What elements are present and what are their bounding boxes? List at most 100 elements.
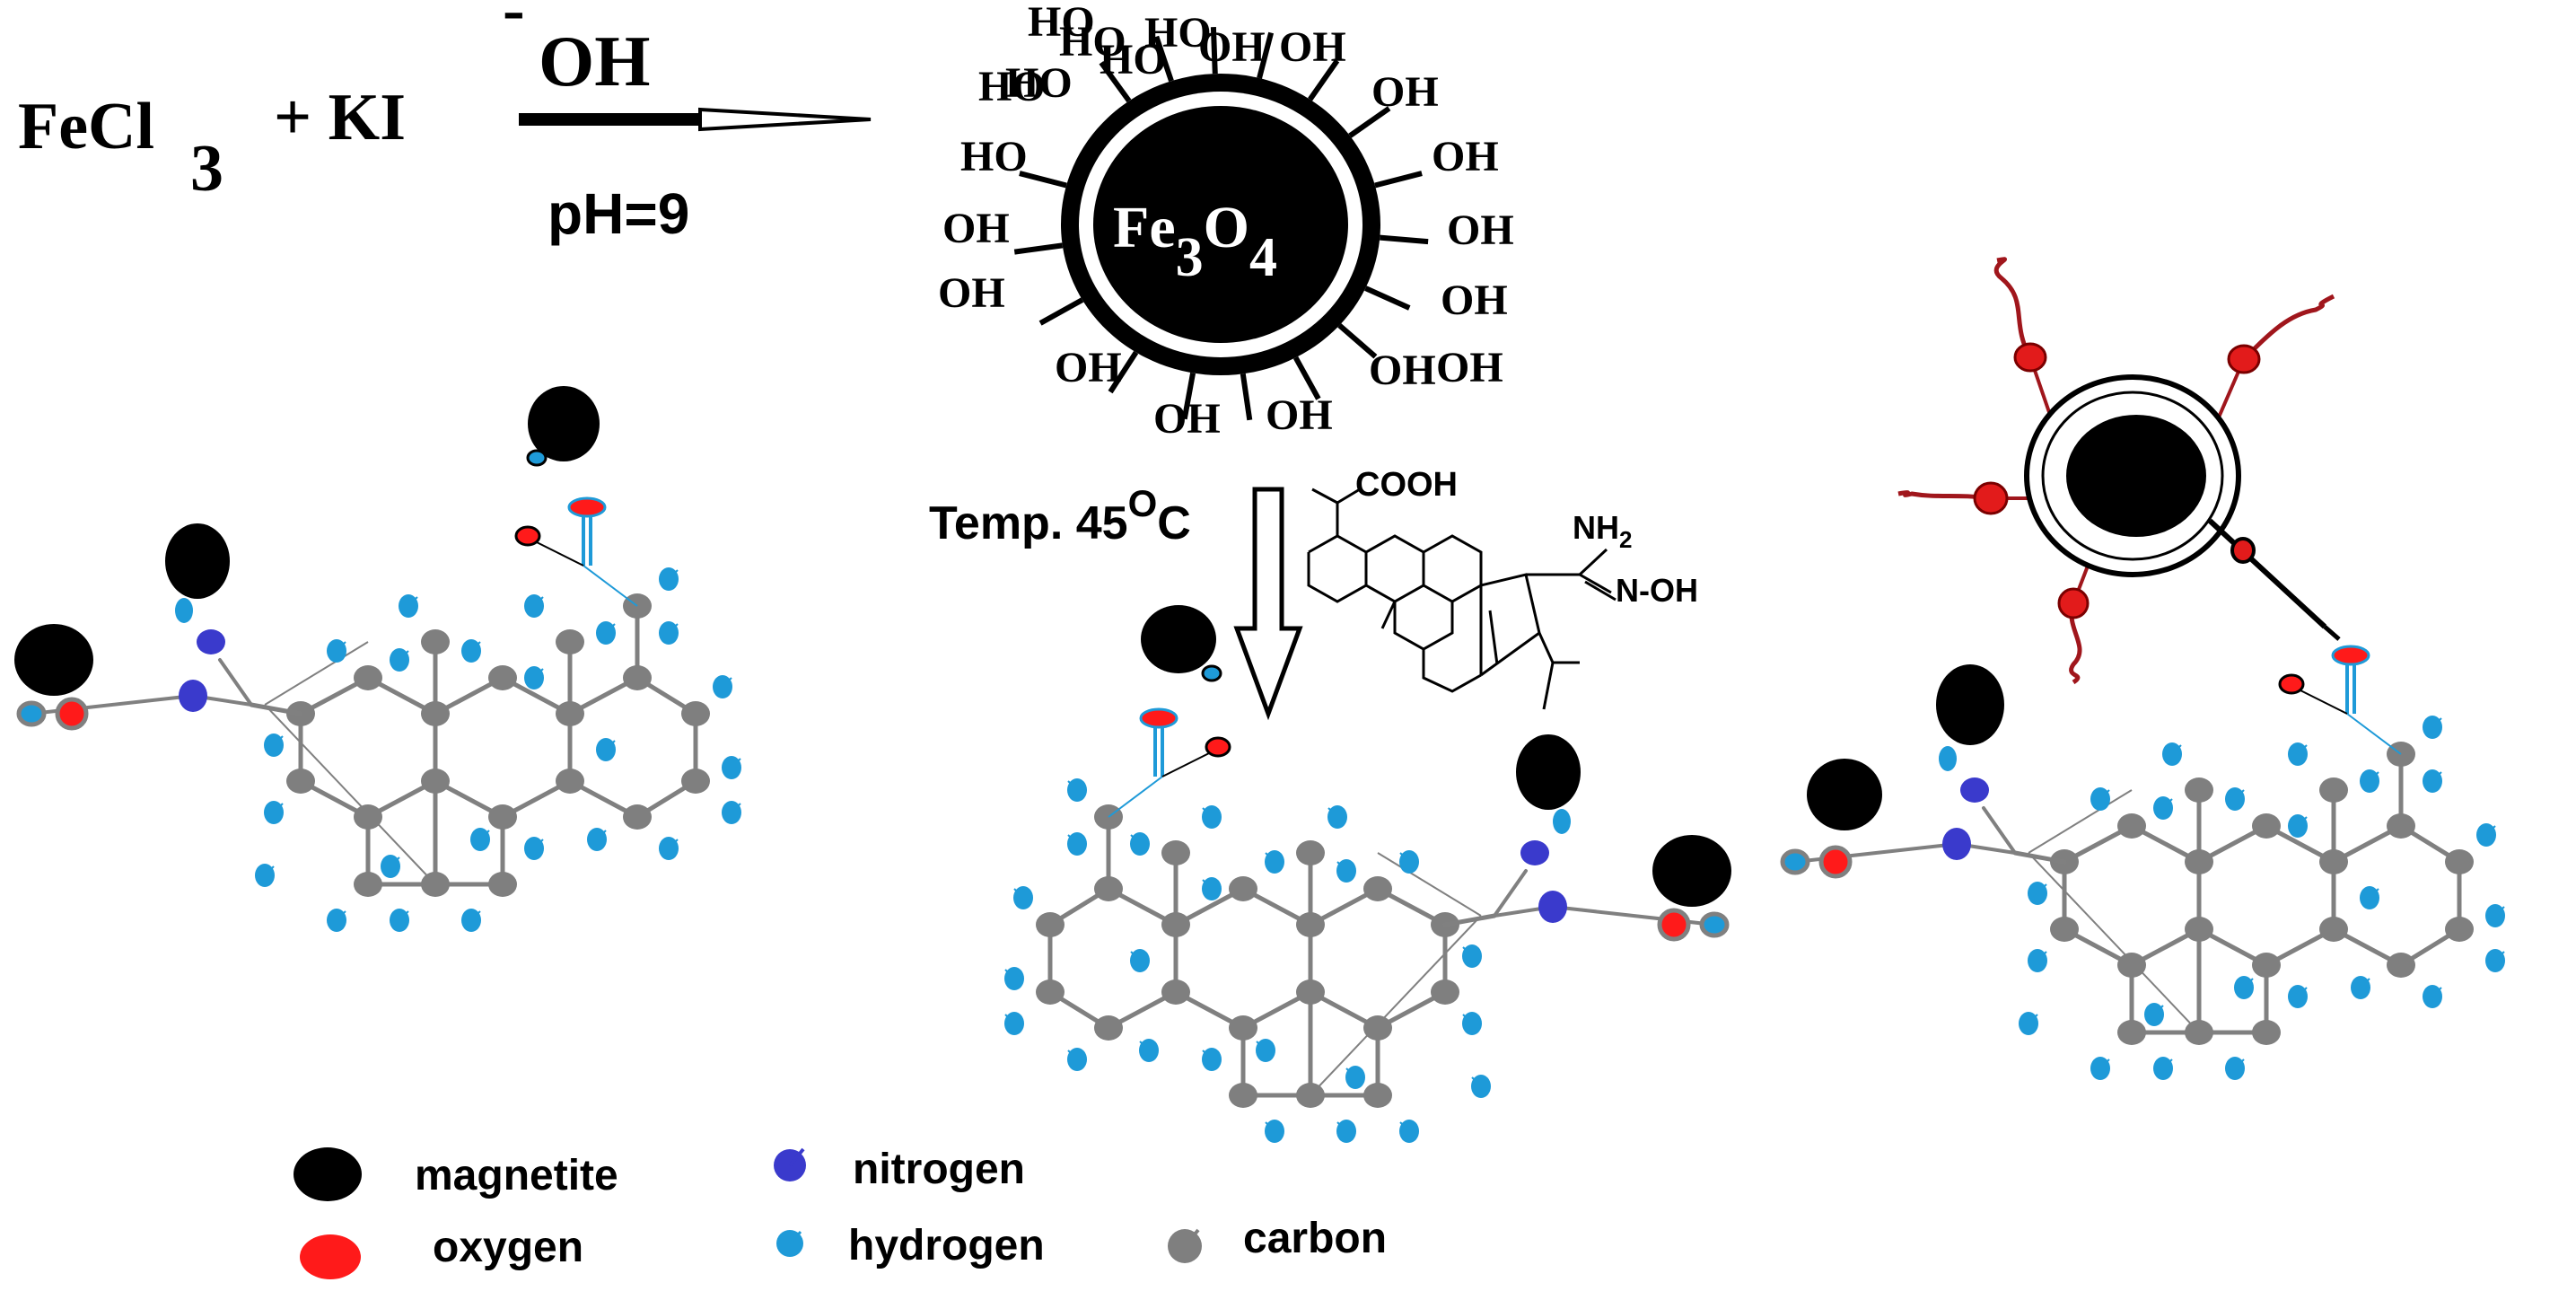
hydrogen-atom bbox=[175, 598, 193, 623]
hydrogen-atom bbox=[1399, 850, 1419, 874]
hydrogen-atom bbox=[390, 648, 409, 672]
core-label: Fe3O4 bbox=[1113, 195, 1277, 288]
nitrogen-atom bbox=[1520, 840, 1549, 865]
hydroxyl-bond bbox=[1181, 372, 1196, 420]
hydrogen-atom bbox=[1699, 911, 1730, 938]
hydrogen-atom bbox=[659, 837, 679, 860]
hydrogen-atom bbox=[461, 909, 481, 932]
nitrogen-atom bbox=[179, 680, 207, 712]
hydrogen-atom bbox=[327, 909, 346, 932]
magnetite-particle bbox=[1141, 605, 1216, 673]
oxygen-atom bbox=[1205, 736, 1231, 758]
legend-label-carbon: carbon bbox=[1243, 1215, 1387, 1262]
carbon-atom bbox=[2185, 777, 2213, 803]
hydrogen-atom bbox=[2028, 882, 2047, 905]
reactant-ki: + KI bbox=[274, 81, 406, 154]
carbon-atom bbox=[1296, 840, 1325, 865]
magnetite-particle bbox=[1936, 664, 2004, 745]
bridge-bond bbox=[2028, 852, 2200, 1033]
carbon-atom bbox=[2117, 813, 2146, 839]
oxygen-atom bbox=[2278, 673, 2305, 695]
hydroxyl-label: HO bbox=[1144, 9, 1212, 57]
molecule-right bbox=[1780, 645, 2505, 1080]
reagent-acid-label: COOH bbox=[1355, 466, 1458, 504]
reaction-equation: FeCl 3 + KI - OH pH=9 bbox=[18, 0, 872, 246]
hydrogen-atom bbox=[1327, 805, 1347, 829]
carbon-atom bbox=[2252, 953, 2281, 978]
carbon-atom bbox=[421, 629, 450, 654]
hydroxyl-label: HO bbox=[1028, 0, 1095, 46]
hydrogen-atom bbox=[2485, 949, 2505, 972]
hydroxyl-label: HO bbox=[1059, 18, 1126, 66]
hydrogen-atom bbox=[327, 639, 346, 663]
carbon-atom bbox=[286, 769, 315, 794]
hydrogen-atom bbox=[2423, 716, 2442, 739]
carbon-atom bbox=[2387, 953, 2415, 978]
hydrogen-atom bbox=[722, 756, 741, 779]
bridge-bond bbox=[1377, 852, 1482, 917]
carbon-atom bbox=[1161, 979, 1190, 1005]
carbon-atom bbox=[354, 665, 382, 690]
hydrogen-atom bbox=[1336, 1120, 1356, 1143]
hydrogen-atom bbox=[2288, 814, 2308, 838]
legend-item-magnetite: magnetite bbox=[294, 1147, 618, 1201]
hydrogen-atom bbox=[2288, 742, 2308, 766]
magnetite-particle bbox=[1807, 759, 1882, 830]
oxygen-atom bbox=[1818, 845, 1853, 879]
hydroxyl-bond bbox=[1348, 106, 1391, 138]
legend-item-oxygen: oxygen bbox=[300, 1224, 583, 1279]
hydrogen-atom bbox=[2485, 904, 2505, 927]
carbon-atom bbox=[2185, 1020, 2213, 1045]
hydroxyl-label: HO bbox=[1005, 59, 1073, 107]
carbon-atom bbox=[2252, 813, 2281, 839]
hydrogen-atom bbox=[1345, 1066, 1365, 1089]
hydrogen-atom bbox=[1471, 1075, 1491, 1098]
hydrogen-atom bbox=[461, 639, 481, 663]
condition-ph: pH=9 bbox=[548, 181, 689, 246]
reaction-arrow-icon bbox=[519, 107, 872, 132]
hydrogen-atom bbox=[264, 801, 284, 824]
hydrogen-atom bbox=[381, 855, 400, 878]
hydroxyl-label: OH bbox=[938, 269, 1005, 317]
carbon-atom bbox=[1161, 840, 1190, 865]
hydrogen-atom bbox=[659, 567, 679, 591]
hydroxyl-bond bbox=[1153, 35, 1174, 83]
hydroxyl-label: OH bbox=[1371, 68, 1439, 116]
hydrogen-atom bbox=[2360, 886, 2379, 909]
legend-item-carbon: carbon bbox=[1168, 1215, 1387, 1263]
coated-nanoparticle bbox=[1897, 257, 2341, 685]
hydrogen-atom bbox=[2225, 1057, 2245, 1080]
step2-condition: Temp. 45OC bbox=[929, 482, 1303, 721]
bridge-bond bbox=[2028, 789, 2133, 854]
reagent-oxime-label: N-OH bbox=[1616, 572, 1698, 609]
hydrogen-atom bbox=[1004, 1012, 1024, 1035]
hydrogen-atom bbox=[1256, 1039, 1275, 1062]
hydrogen-atom bbox=[1130, 832, 1150, 856]
hydrogen-atom bbox=[713, 675, 732, 698]
hydrogen-atom bbox=[1067, 778, 1087, 802]
carbon-atom bbox=[1161, 912, 1190, 937]
oxygen-atom bbox=[2331, 645, 2370, 666]
nitrogen-atom bbox=[1960, 777, 1989, 803]
magnetite-particle bbox=[14, 624, 93, 696]
hydroxyl-label: HO bbox=[978, 63, 1046, 110]
hydroxyl-bond bbox=[1364, 285, 1411, 311]
reactant-fecl3: FeCl bbox=[18, 90, 154, 163]
legend: magnetite oxygen nitrogen hydrogen carbo… bbox=[294, 1146, 1387, 1279]
hydrogen-atom bbox=[587, 828, 607, 851]
hydrogen-atom bbox=[1067, 832, 1087, 856]
hydroxyl-bond bbox=[1308, 58, 1340, 101]
carbon-atom bbox=[2185, 849, 2213, 874]
hydrogen-atom bbox=[524, 594, 544, 618]
hydrogen-atom bbox=[1399, 1120, 1419, 1143]
hydrogen-atom bbox=[1004, 967, 1024, 990]
hydrogen-atom bbox=[1462, 1012, 1482, 1035]
hydrogen-atom bbox=[2144, 1003, 2164, 1026]
hydrogen-atom bbox=[1780, 848, 1810, 875]
magnetite-particle bbox=[165, 523, 230, 599]
carbon-atom bbox=[2445, 917, 2474, 942]
hydroxyl-bond bbox=[1374, 171, 1423, 189]
hydroxyl-label: OH bbox=[1441, 277, 1508, 324]
carbon-atom bbox=[556, 629, 584, 654]
